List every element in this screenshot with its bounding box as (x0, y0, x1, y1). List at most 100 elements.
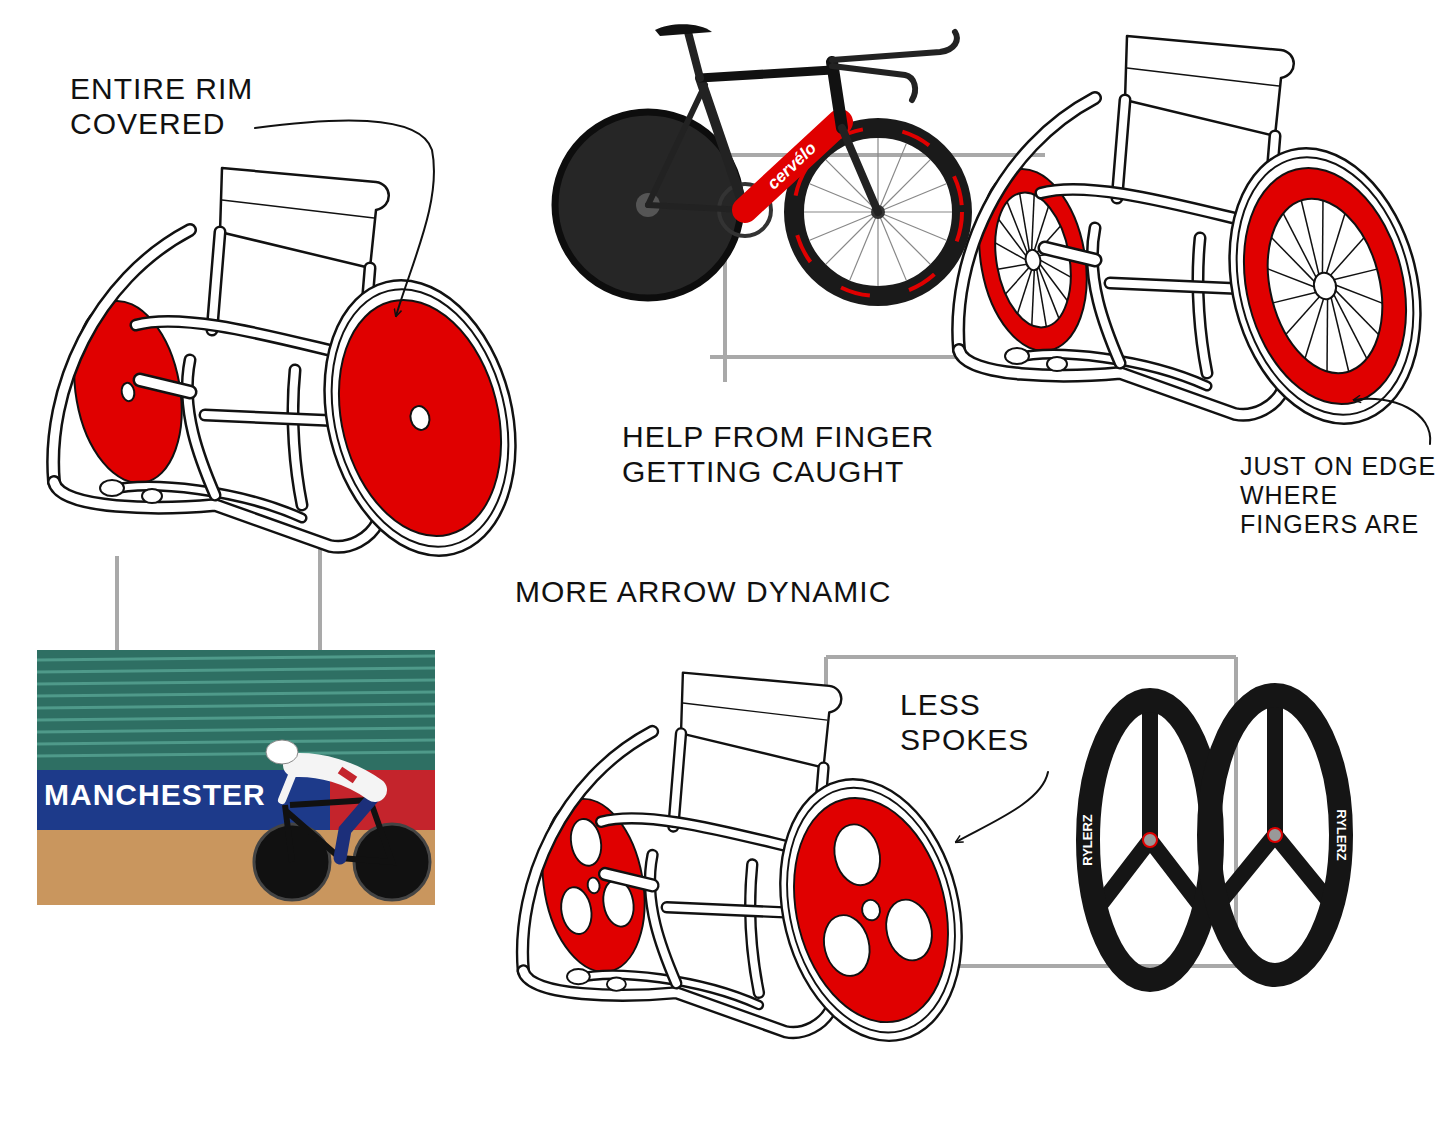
frame-tube-outline (293, 370, 302, 505)
bike-photo (555, 24, 962, 298)
wheel-tire (297, 260, 543, 576)
backrest-seam (683, 703, 827, 720)
frame-tube-outline (110, 486, 302, 518)
wheel-spoke (1039, 258, 1068, 304)
frame-tube (140, 380, 190, 392)
bracket-line (318, 546, 322, 650)
caster (567, 969, 590, 984)
rider-leg (340, 795, 375, 858)
wheel-spoke (1036, 267, 1047, 327)
seat-row (37, 656, 435, 660)
frame-tube (1045, 248, 1095, 260)
frame-tube (1015, 354, 1207, 386)
wheel-spoke (878, 212, 906, 280)
bracket-line (826, 655, 1236, 659)
bike-tube (832, 66, 915, 100)
frame-tube-outline (605, 874, 653, 885)
rider-arm (282, 768, 295, 800)
wheel-tire (754, 760, 988, 1060)
frame-tube (673, 733, 681, 826)
frame-tube (187, 360, 215, 495)
backrest-seam (1127, 68, 1279, 86)
handwritten-note: LESS SPOKES (900, 688, 1050, 757)
bracket-line (115, 556, 119, 650)
spoke-gap (828, 820, 886, 890)
frame-tube-outline (1117, 100, 1125, 198)
bike-tube (832, 62, 842, 128)
wheel-spoke (1292, 296, 1338, 358)
push-rim (763, 770, 980, 1051)
tri-spoke (1142, 700, 1158, 840)
track-photo (37, 650, 435, 905)
frame-tube (522, 732, 652, 971)
frame-tube (293, 370, 302, 505)
wheel-spoke (1312, 214, 1358, 276)
wheel-spoke (999, 216, 1028, 262)
wheel-spoke (1022, 268, 1044, 325)
frame-tube-outline (1045, 248, 1095, 260)
leader-arrow (255, 120, 434, 316)
wheel-cover (772, 782, 971, 1039)
seat-row (37, 704, 435, 708)
near-wheel (754, 760, 988, 1060)
wheel-spoke (1010, 268, 1040, 314)
bike-tube (688, 32, 700, 78)
tri-spoke-wheels-photo (1088, 695, 1341, 980)
frame-tube-outline (1092, 228, 1120, 363)
bike-tube (700, 78, 745, 210)
backrest (220, 168, 389, 268)
wheel-cover (1220, 151, 1429, 422)
backrest (681, 673, 841, 768)
frame-tube (650, 855, 676, 983)
bike-tube (842, 128, 878, 212)
handwritten-note: MORE ARROW DYNAMIC (515, 575, 891, 610)
bike-tube (648, 85, 705, 205)
rider-torso (295, 765, 375, 790)
jersey-stripe (340, 770, 355, 780)
spoke-gap (818, 910, 876, 980)
frame-tube-outline (673, 733, 681, 826)
caster (607, 978, 626, 991)
brand-logo: RYLERZ (1334, 809, 1349, 861)
wheel-spoke (1300, 200, 1320, 277)
caster (100, 480, 124, 496)
wheel-hub (1311, 270, 1339, 301)
bike-tube (700, 70, 832, 78)
caster (1047, 357, 1067, 371)
wheel-spoke (810, 212, 878, 240)
leader-arrow (956, 772, 1048, 842)
wheel-spoke (1019, 193, 1030, 253)
wheel-tire (1202, 128, 1448, 444)
bracket-line (710, 355, 962, 359)
spoke-gap (558, 885, 595, 937)
tri-spoke (1267, 695, 1283, 835)
wheel-spoke (1002, 266, 1035, 294)
wheel-spoke (1322, 238, 1372, 278)
push-rim (1211, 138, 1439, 433)
wheel-hub (120, 382, 135, 402)
spoke-gap (880, 895, 938, 965)
seat-row (37, 668, 435, 672)
seat-row (37, 752, 435, 756)
wheel-spoke (878, 184, 946, 212)
frame-tube (212, 232, 220, 330)
wheel-spoke (878, 212, 930, 264)
backrest-seam (222, 200, 374, 218)
frame-tube-outline (1015, 354, 1207, 386)
wheel-spoke (1279, 295, 1329, 335)
open-wheel-centre (1251, 187, 1400, 386)
stands (37, 650, 435, 770)
saddle (655, 24, 712, 36)
frame-tube-outline (140, 380, 190, 392)
frame-tube-outline (750, 865, 759, 993)
wheel-spoke (877, 212, 878, 286)
illustrations (37, 24, 1448, 1060)
seat-row (37, 728, 435, 732)
wheel-spoke (1330, 295, 1350, 372)
frame-tube-outline (53, 230, 190, 482)
wheel-spoke (1331, 269, 1377, 281)
venue-sign: MANCHESTER (44, 778, 266, 813)
bike-tube (832, 32, 957, 60)
